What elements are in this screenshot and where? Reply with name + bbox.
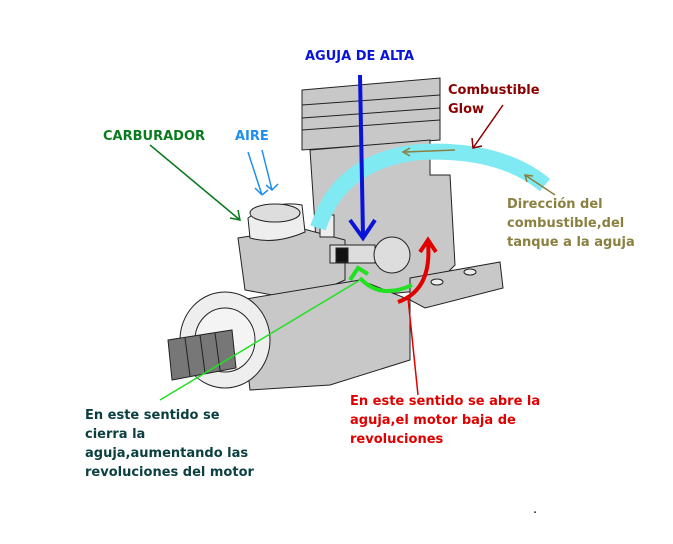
label-abre: En este sentido se abre la aguja,el moto… — [350, 392, 540, 449]
label-aguja-alta: AGUJA DE ALTA — [305, 49, 415, 64]
open-pointer-line — [407, 297, 419, 396]
stray-dot: . — [533, 502, 538, 517]
label-line: Glow — [448, 102, 485, 117]
air-arrows — [247, 149, 279, 196]
close-pointer-line — [159, 279, 361, 401]
label-combustible: Combustible Glow — [448, 81, 540, 119]
label-line: aguja,aumentando las — [85, 446, 249, 461]
label-aire: AIRE — [235, 129, 269, 144]
label-line: combustible,del — [507, 216, 625, 231]
cylinder-head — [301, 77, 441, 151]
engine-body — [167, 77, 504, 391]
label-line: aguja,el motor baja de — [350, 413, 516, 428]
label-line: revoluciones — [350, 432, 444, 447]
fuel-pointer-arrow — [471, 104, 504, 149]
fuel-flow-arrow — [401, 147, 456, 157]
label-line: En este sentido se — [85, 408, 220, 423]
needle-arrow — [348, 74, 377, 242]
label-carburador: CARBURADOR — [103, 129, 206, 144]
label-cierra: En este sentido se cierra la aguja,aumen… — [85, 406, 254, 482]
close-rotation-arrow — [348, 265, 413, 294]
label-line: revoluciones del motor — [85, 465, 254, 480]
carburetor-pointer-arrow — [149, 144, 241, 221]
shaft — [167, 329, 237, 381]
label-line: Combustible — [448, 83, 540, 98]
label-line: tanque a la aguja — [507, 235, 635, 250]
label-direccion: Dirección del combustible,del tanque a l… — [507, 195, 635, 252]
label-line: Dirección del — [507, 197, 603, 212]
label-line: En este sentido se abre la — [350, 394, 541, 409]
open-rotation-arrow — [397, 236, 438, 304]
direction-pointer-arrow — [523, 174, 556, 196]
needle-knob — [373, 236, 411, 274]
label-line: cierra la — [85, 427, 146, 442]
